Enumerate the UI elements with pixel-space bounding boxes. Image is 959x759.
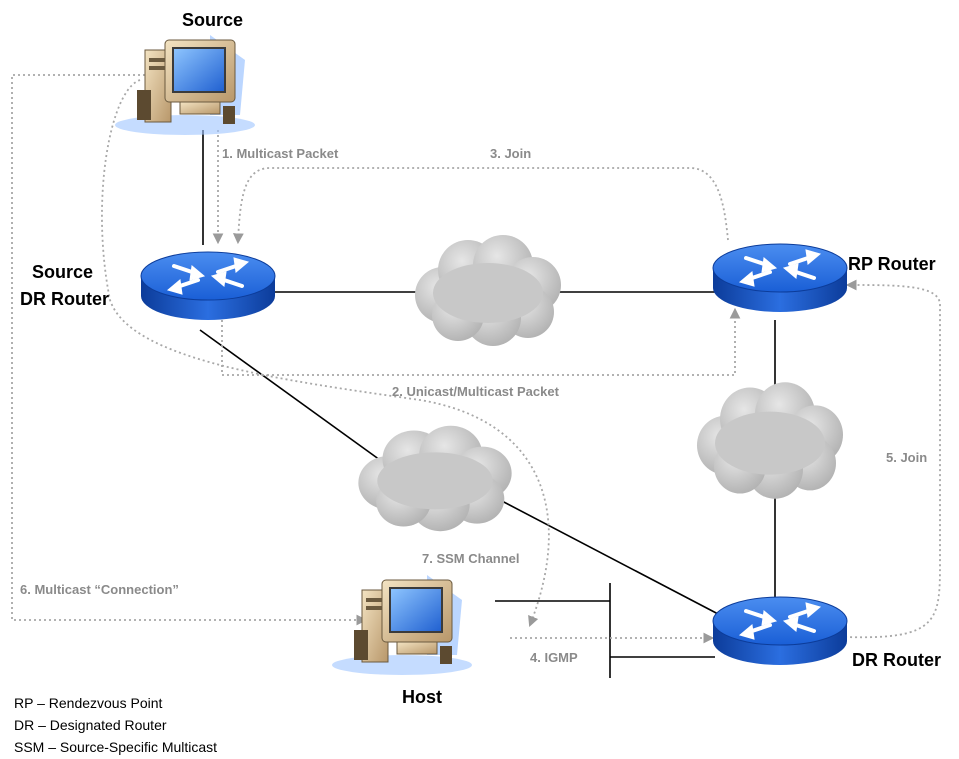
legend: RP – Rendezvous Point DR – Designated Ro…	[14, 695, 217, 755]
flow-5-join	[844, 279, 941, 639]
network-cloud-top	[415, 235, 561, 346]
source-dr-router-label-line2: DR Router	[20, 289, 109, 309]
flow-3-join	[232, 167, 729, 245]
dr-router-icon	[711, 595, 849, 667]
link-source-dr-to-cloud-bottom	[199, 329, 381, 461]
host-label: Host	[402, 687, 442, 707]
source-label: Source	[182, 10, 243, 30]
flow-2-label: 2. Unicast/Multicast Packet	[392, 384, 560, 399]
flow-6-label: 6. Multicast “Connection”	[20, 582, 179, 597]
flow-7-label: 7. SSM Channel	[422, 551, 520, 566]
source-dr-router-label-line1: Source	[32, 262, 93, 282]
network-cloud-bottom	[358, 425, 512, 532]
source-dr-router-icon	[139, 250, 277, 322]
flow-5-label: 5. Join	[886, 450, 927, 465]
rp-router-icon	[711, 242, 849, 314]
dr-router-label: DR Router	[852, 650, 941, 670]
flow-6-multicast-connection	[11, 74, 368, 626]
flow-7-ssm-channel	[101, 79, 550, 628]
legend-item-rp: RP – Rendezvous Point	[14, 695, 162, 711]
network-cloud-right	[697, 382, 843, 499]
host-computer-icon	[331, 574, 473, 676]
rp-router-label: RP Router	[848, 254, 936, 274]
flow-4-label: 4. IGMP	[530, 650, 578, 665]
legend-item-ssm: SSM – Source-Specific Multicast	[14, 739, 217, 755]
link-cloud-bottom-to-dr	[499, 499, 721, 616]
source-computer-icon	[114, 34, 256, 136]
flow-2-unicast-multicast-packet	[221, 307, 741, 376]
flow-1-label: 1. Multicast Packet	[222, 146, 339, 161]
flow-3-label: 3. Join	[490, 146, 531, 161]
legend-item-dr: DR – Designated Router	[14, 717, 167, 733]
